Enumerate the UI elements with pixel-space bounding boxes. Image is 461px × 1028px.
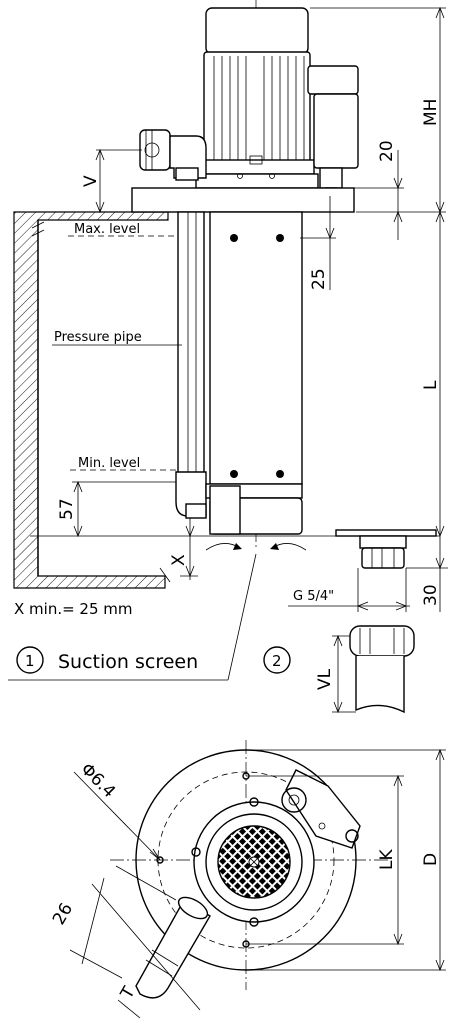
pump-top-view (69, 740, 446, 1019)
dim-x: X (169, 554, 189, 566)
min-level-label: Min. level (78, 456, 140, 471)
circle-1-number: 1 (25, 652, 35, 670)
dim-57: 57 (57, 498, 77, 520)
suction-screen-label: Suction screen (58, 651, 198, 673)
pressure-pipe-label: Pressure pipe (54, 330, 142, 345)
dim-26: 26 (49, 900, 77, 929)
circle-2-marker (263, 646, 291, 674)
dim-d: D (421, 853, 441, 866)
pressure-pipe (175, 211, 207, 519)
circle-1-marker (16, 646, 44, 674)
top-view-outlet (135, 896, 211, 999)
max-level-label: Max. level (74, 222, 140, 237)
circle-2-number: 2 (272, 652, 282, 670)
suction-flow-arrows (205, 543, 307, 551)
dim-30: 30 (421, 584, 441, 606)
dim-lk: LK (377, 849, 397, 870)
outlet-elbow (139, 129, 207, 181)
variant-2-connection (288, 529, 448, 714)
pump-side-view (30, 0, 440, 551)
pump-column (209, 211, 303, 485)
dim-mh: MH (421, 99, 441, 126)
dim-20: 20 (377, 140, 397, 162)
dimension-lines (8, 6, 446, 681)
dim-l: L (421, 380, 441, 390)
dim-25: 25 (309, 268, 329, 290)
mounting-plate (131, 187, 355, 213)
dim-v: V (81, 175, 101, 187)
motor (195, 7, 359, 199)
tank (13, 211, 171, 589)
thread-size-label: G 5/4" (293, 589, 334, 604)
x-min-label: X min.= 25 mm (14, 600, 133, 618)
dim-vl: VL (315, 668, 335, 690)
pump-housing (205, 483, 303, 535)
